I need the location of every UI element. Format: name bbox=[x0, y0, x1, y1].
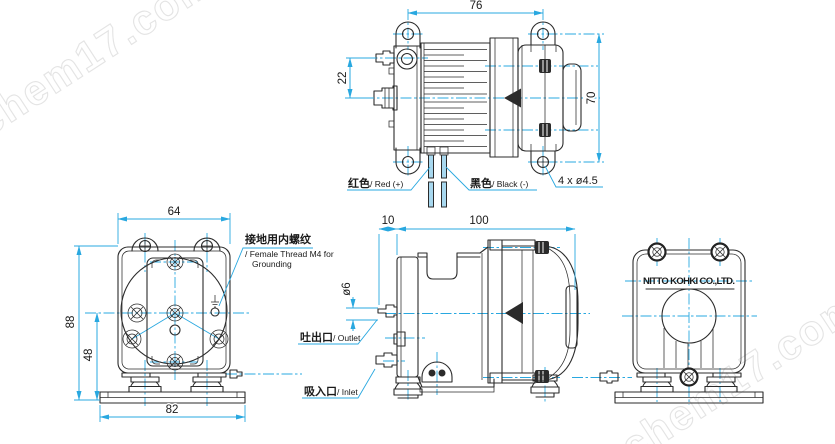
watermark-bottom-right: chem17.com bbox=[612, 281, 835, 444]
top-view: 76 22 70 红色/ Red (+) 黑色/ Black (-) 4 x ø… bbox=[336, 0, 604, 208]
black-wire-label: 黑色/ Black (-) bbox=[445, 166, 537, 191]
svg-text:4 x ø4.5: 4 x ø4.5 bbox=[558, 175, 598, 187]
svg-text:/ Female Thread M4 for: / Female Thread M4 for bbox=[245, 249, 334, 259]
dim-64: 64 bbox=[168, 206, 181, 218]
watermark-top-left: chem17.com bbox=[0, 0, 224, 146]
inlet-label: 吸入口/ Inlet bbox=[302, 368, 376, 399]
svg-text:吸入口/ Inlet: 吸入口/ Inlet bbox=[304, 385, 358, 398]
dim-82: 82 bbox=[166, 404, 179, 416]
dim-88: 88 bbox=[65, 316, 77, 329]
svg-text:吐出口/ Outlet: 吐出口/ Outlet bbox=[300, 330, 361, 344]
dim-port-dia: ø6 bbox=[341, 282, 353, 295]
brand-text: NITTO KOHKI CO.,LTD. bbox=[643, 276, 735, 287]
red-wire-label: 红色/ Red (+) bbox=[347, 166, 431, 191]
mounting-holes-note: 4 x ø4.5 bbox=[544, 165, 603, 188]
svg-text:Grounding: Grounding bbox=[252, 259, 292, 269]
dim-100: 100 bbox=[469, 215, 488, 227]
svg-text:黑色/ Black (-): 黑色/ Black (-) bbox=[470, 176, 529, 190]
rear-view: NITTO KOHKI CO.,LTD. bbox=[572, 238, 764, 405]
front-view: 64 88 48 82 接地用内螺纹 / Female Thread M4 fo… bbox=[64, 205, 334, 422]
dim-10: 10 bbox=[382, 215, 395, 227]
svg-text:chem17.com: chem17.com bbox=[612, 281, 835, 444]
dim-48: 48 bbox=[83, 349, 95, 362]
side-view: 10 100 ø6 吐出口/ Outlet 吸入口/ Inlet bbox=[298, 214, 590, 402]
outlet-label: 吐出口/ Outlet bbox=[298, 319, 378, 345]
dim-76: 76 bbox=[470, 0, 483, 12]
svg-text:红色/ Red (+): 红色/ Red (+) bbox=[348, 176, 403, 190]
svg-text:接地用内螺纹: 接地用内螺纹 bbox=[245, 232, 312, 246]
dim-22: 22 bbox=[337, 72, 349, 85]
dim-70: 70 bbox=[586, 92, 598, 105]
grounding-label: 接地用内螺纹 / Female Thread M4 for Grounding bbox=[218, 232, 334, 307]
svg-text:chem17.com: chem17.com bbox=[0, 0, 223, 145]
